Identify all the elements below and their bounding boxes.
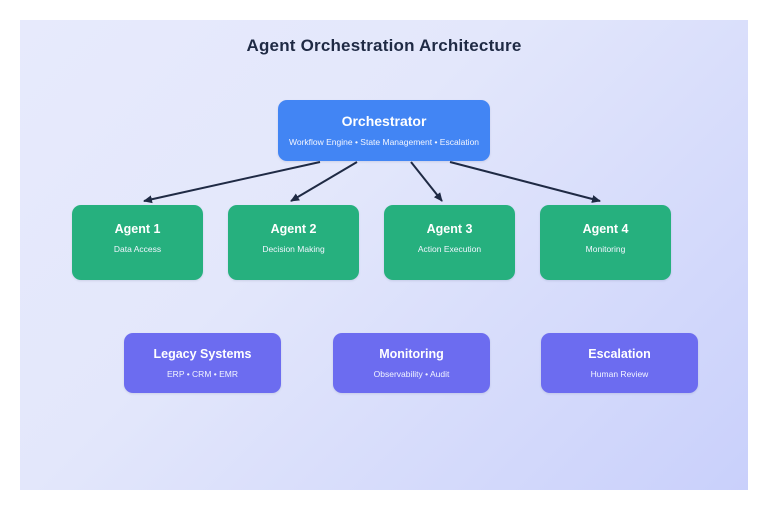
node-agent-4-title: Agent 4 <box>582 222 629 237</box>
connector-orchestrator-agent-1 <box>143 161 321 204</box>
node-escalation[interactable]: Escalation Human Review <box>541 333 698 393</box>
node-agent-3-title: Agent 3 <box>426 222 473 237</box>
page-title: Agent Orchestration Architecture <box>246 36 522 55</box>
node-agent-1[interactable]: Agent 1 Data Access <box>72 205 203 280</box>
diagram-canvas: Agent Orchestration Architecture Orchest… <box>20 20 748 490</box>
node-agent-3-subtitle: Action Execution <box>417 244 482 254</box>
node-monitoring-subtitle: Observability • Audit <box>373 368 450 379</box>
node-agent-2-title: Agent 2 <box>270 222 317 237</box>
connector-orchestrator-agent-3 <box>410 161 443 202</box>
node-agent-4[interactable]: Agent 4 Monitoring <box>540 205 671 280</box>
node-orchestrator-subtitle: Workflow Engine • State Management • Esc… <box>288 137 480 148</box>
node-agent-1-subtitle: Data Access <box>113 244 162 254</box>
node-escalation-subtitle: Human Review <box>590 368 649 379</box>
node-agent-1-title: Agent 1 <box>114 222 161 237</box>
node-orchestrator[interactable]: Orchestrator Workflow Engine • State Man… <box>278 100 490 161</box>
node-agent-4-subtitle: Monitoring <box>585 244 626 254</box>
node-legacy-systems-subtitle: ERP • CRM • EMR <box>167 368 238 379</box>
node-escalation-title: Escalation <box>588 346 651 361</box>
node-legacy-systems[interactable]: Legacy Systems ERP • CRM • EMR <box>124 333 281 393</box>
node-orchestrator-title: Orchestrator <box>341 112 427 129</box>
connector-orchestrator-agent-2 <box>290 161 358 202</box>
node-agent-2[interactable]: Agent 2 Decision Making <box>228 205 359 280</box>
node-monitoring[interactable]: Monitoring Observability • Audit <box>333 333 490 393</box>
node-legacy-systems-title: Legacy Systems <box>153 346 252 361</box>
node-agent-3[interactable]: Agent 3 Action Execution <box>384 205 515 280</box>
node-agent-2-subtitle: Decision Making <box>262 244 325 254</box>
node-monitoring-title: Monitoring <box>379 346 444 361</box>
connector-orchestrator-agent-4 <box>449 161 601 203</box>
